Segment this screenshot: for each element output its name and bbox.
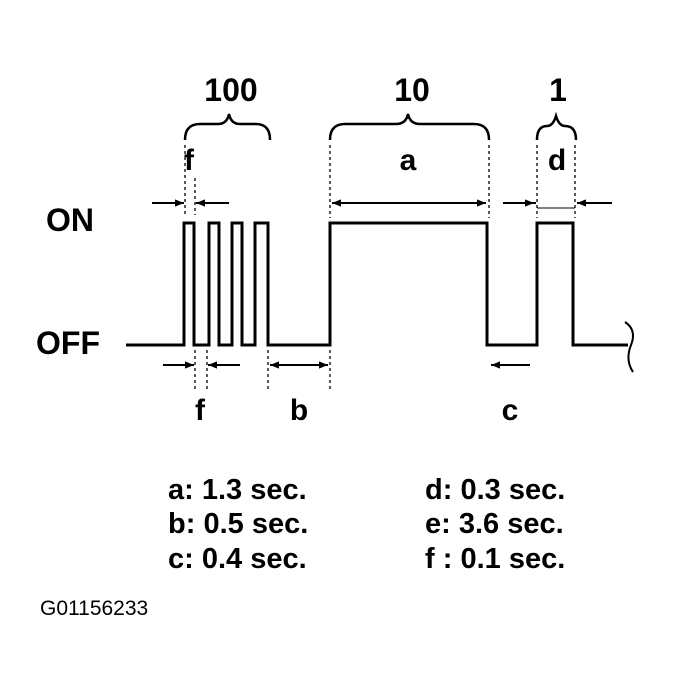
break-mark — [624, 321, 634, 373]
legend-sep: : — [434, 543, 453, 575]
legend-item-c: c: 0.4 sec. — [168, 543, 307, 576]
legend-value: 0.1 sec. — [460, 543, 566, 575]
legend-item-a: a: 1.3 sec. — [168, 474, 307, 507]
marker-d: d — [548, 144, 566, 177]
legend-value: 0.3 sec. — [460, 474, 566, 506]
legend-sep: : — [184, 543, 194, 575]
group-label-10: 10 — [394, 72, 430, 108]
legend-key: c — [168, 543, 185, 575]
brace-100 — [183, 113, 272, 141]
marker-c: c — [502, 394, 519, 427]
legend-key: f — [425, 543, 435, 575]
legend-item-d: d: 0.3 sec. — [425, 474, 565, 507]
marker-f-bottom: f — [195, 394, 206, 427]
legend-key: a — [168, 474, 185, 506]
state-label-off: OFF — [36, 325, 100, 361]
state-label-on: ON — [46, 202, 94, 238]
legend-value: 1.3 sec. — [201, 474, 307, 506]
legend-sep: : — [441, 508, 451, 540]
marker-a: a — [400, 144, 417, 177]
group-label-1: 1 — [549, 72, 567, 108]
legend-value: 0.5 sec. — [203, 508, 309, 540]
legend-value: 0.4 sec. — [201, 543, 307, 575]
legend-item-e: e: 3.6 sec. — [425, 508, 564, 541]
figure-code: G01156233 — [40, 597, 149, 620]
legend-sep: : — [185, 508, 196, 540]
legend-sep: : — [442, 474, 453, 506]
legend-value: 3.6 sec. — [458, 508, 564, 540]
group-label-100: 100 — [204, 72, 257, 108]
brace-1 — [535, 111, 578, 141]
legend-key: b — [168, 508, 186, 540]
signal-waveform — [126, 221, 628, 347]
legend-key: d — [425, 474, 443, 506]
legend-key: e — [425, 508, 442, 540]
brace-10 — [328, 113, 491, 141]
marker-f-top: f — [184, 144, 195, 177]
dimension-arrows — [152, 199, 612, 369]
legend-sep: : — [184, 474, 194, 506]
marker-b: b — [290, 394, 308, 427]
legend-item-f: f : 0.1 sec. — [425, 543, 565, 576]
legend-item-b: b: 0.5 sec. — [168, 508, 308, 541]
guide-lines — [184, 145, 576, 390]
